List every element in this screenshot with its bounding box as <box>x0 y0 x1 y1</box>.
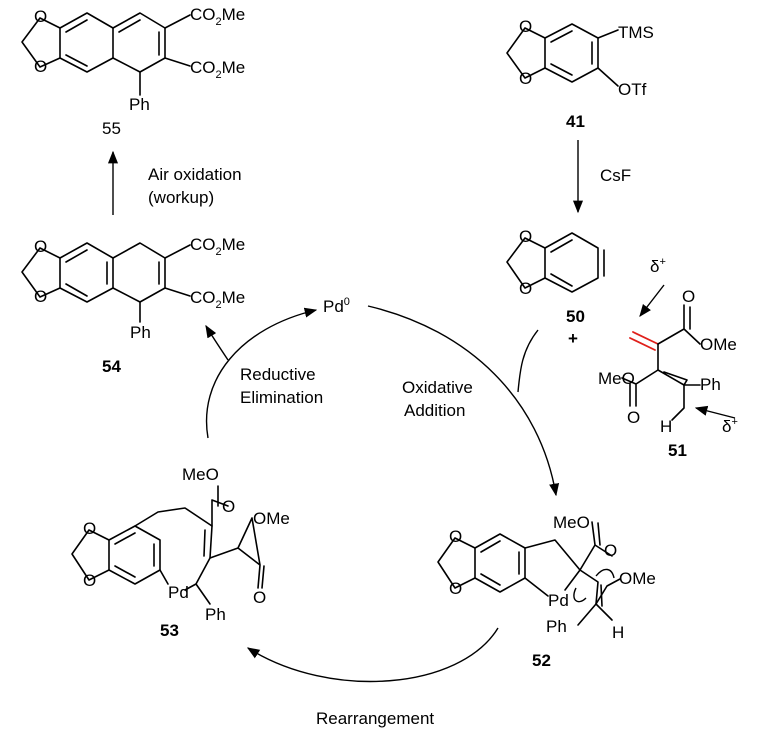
arrow-product-release <box>205 324 229 361</box>
step-label-csf: CsF <box>600 166 631 185</box>
compound-41: O O TMS OTf 41 <box>506 17 654 131</box>
ring-oxygen: O <box>83 571 96 590</box>
hydrogen-atom: H <box>612 623 624 642</box>
ring-oxygen: O <box>83 519 96 538</box>
palladium-atom: Pd <box>168 583 189 602</box>
catalyst-pd0: Pd0 <box>323 296 350 316</box>
step-label-reductive: Reductive <box>240 365 316 384</box>
arrow-delta-top <box>639 284 665 317</box>
ester-group: CO2Me <box>190 5 245 28</box>
ring-oxygen: O <box>519 69 532 88</box>
phenyl-group: Ph <box>205 605 226 624</box>
methoxy-group: OMe <box>253 509 290 528</box>
ring-oxygen: O <box>34 57 47 76</box>
methoxy-group: OMe <box>700 335 737 354</box>
plus-sign: + <box>568 329 578 348</box>
delta-plus-bottom: δ+ <box>722 416 738 436</box>
highlighted-double-bond <box>629 331 659 351</box>
tms-group: TMS <box>618 23 654 42</box>
ring-oxygen: O <box>519 17 532 36</box>
delta-plus-top: δ+ <box>650 256 666 276</box>
carbonyl-oxygen: O <box>253 588 266 607</box>
phenyl-group: Ph <box>700 375 721 394</box>
methoxy-group: MeO <box>598 369 635 388</box>
ring-oxygen: O <box>34 7 47 26</box>
compound-55: O O CO2Me CO2Me Ph 55 <box>21 5 245 138</box>
arrow-rearrangement <box>246 627 499 683</box>
step-label-rearrangement: Rearrangement <box>316 709 434 728</box>
hydrogen-atom: H <box>660 417 672 436</box>
methoxy-group: OMe <box>619 569 656 588</box>
carbonyl-oxygen: O <box>682 287 695 306</box>
arrow-reductive-elimination <box>205 307 318 439</box>
compound-54: O O CO2Me CO2Me Ph 54 <box>21 235 245 376</box>
compound-label-50: 50 <box>566 307 585 326</box>
methoxy-group: MeO <box>182 465 219 484</box>
phenyl-group: Ph <box>129 95 150 114</box>
compound-label-54: 54 <box>102 357 121 376</box>
compound-label-41: 41 <box>566 112 585 131</box>
phenyl-group: Ph <box>130 323 151 342</box>
ring-oxygen: O <box>34 287 47 306</box>
arrow-oxidative-addition <box>367 305 560 497</box>
compound-label-55: 55 <box>102 119 121 138</box>
carbonyl-oxygen: O <box>627 408 640 427</box>
arrow-delta-bottom <box>694 405 736 419</box>
palladium-atom: Pd <box>548 591 569 610</box>
phenyl-group: Ph <box>546 617 567 636</box>
compound-51: δ+ O OMe MeO O Ph H δ+ 51 <box>598 256 738 460</box>
curved-electron-arrow <box>573 587 587 603</box>
carbonyl-oxygen: O <box>604 541 617 560</box>
ring-oxygen: O <box>519 227 532 246</box>
compound-label-52: 52 <box>532 651 551 670</box>
compound-label-53: 53 <box>160 621 179 640</box>
arrow-substrate-entry <box>517 329 539 393</box>
ester-group: CO2Me <box>190 288 245 311</box>
step-label-oxidative: Oxidative <box>402 378 473 397</box>
curved-electron-arrow <box>595 568 615 579</box>
otf-group: OTf <box>618 80 647 99</box>
step-label-air-oxidation: Air oxidation <box>148 165 242 184</box>
compound-label-51: 51 <box>668 441 687 460</box>
compound-50: O O 50 + <box>506 227 605 348</box>
ester-group: CO2Me <box>190 58 245 81</box>
step-label-elimination: Elimination <box>240 388 323 407</box>
carbonyl-oxygen: O <box>222 497 235 516</box>
methoxy-group: MeO <box>553 513 590 532</box>
ring-oxygen: O <box>34 237 47 256</box>
ring-oxygen: O <box>449 527 462 546</box>
step-label-workup: (workup) <box>148 188 214 207</box>
compound-52: O O MeO O OMe Pd Ph H 52 <box>437 513 656 670</box>
step-label-addition: Addition <box>404 401 465 420</box>
compound-53: O O MeO O OMe O Pd Ph 53 <box>71 465 290 640</box>
ring-oxygen: O <box>449 579 462 598</box>
ring-oxygen: O <box>519 279 532 298</box>
ester-group: CO2Me <box>190 235 245 258</box>
